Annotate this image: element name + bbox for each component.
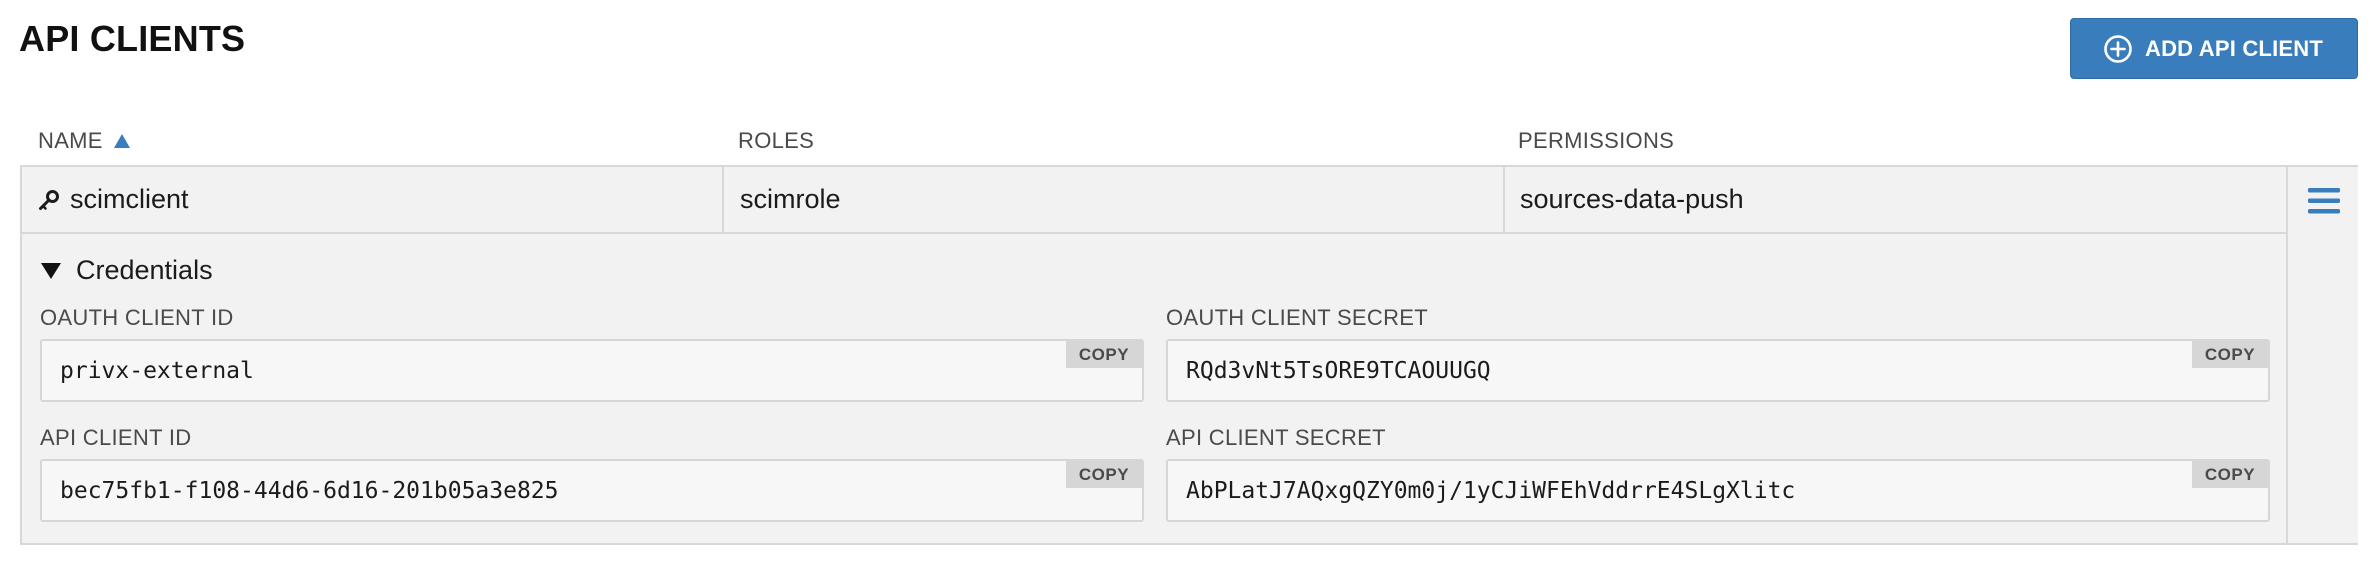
client-roles: scimrole [740,184,841,214]
cell-divider [722,167,724,232]
oauth-client-id-value[interactable]: privx-external [60,358,254,384]
hamburger-menu-icon[interactable] [2308,187,2340,215]
cell-divider [1503,167,1505,232]
api-client-id-label: API CLIENT ID [40,425,192,450]
api-client-id-field[interactable]: bec75fb1-f108-44d6-6d16-201b05a3e825 COP… [40,459,1144,522]
client-permissions: sources-data-push [1520,184,1744,214]
column-header-name-label: NAME [38,128,103,153]
copy-api-client-secret-button[interactable]: COPY [2192,461,2268,488]
oauth-client-secret-label: OAUTH CLIENT SECRET [1166,305,1428,330]
triangle-down-icon [40,262,62,280]
copy-oauth-client-id-button[interactable]: COPY [1066,341,1142,368]
table-row[interactable]: scimclient scimrole sources-data-push [22,167,2286,234]
column-header-name[interactable]: NAME [38,128,131,154]
row-actions-column [2286,167,2358,543]
add-api-client-label: ADD API CLIENT [2145,35,2323,61]
oauth-client-secret-field[interactable]: RQd3vNt5TsORE9TCAOUUGQ COPY [1166,339,2270,402]
cell-permissions: sources-data-push [1520,167,1744,232]
column-header-roles-label: ROLES [738,128,815,153]
client-name: scimclient [70,184,189,214]
add-api-client-button[interactable]: ADD API CLIENT [2070,18,2358,79]
key-icon [38,189,60,211]
oauth-client-id-field[interactable]: privx-external COPY [40,339,1144,402]
oauth-client-id-label: OAUTH CLIENT ID [40,305,234,330]
api-client-secret-value[interactable]: AbPLatJ7AQxgQZY0m0j/1yCJiWFEhVddrrE4SLgX… [1186,478,1796,504]
cell-name: scimclient [38,167,189,232]
credentials-toggle[interactable]: Credentials [40,255,213,286]
api-client-id-value[interactable]: bec75fb1-f108-44d6-6d16-201b05a3e825 [60,478,559,504]
api-client-secret-label: API CLIENT SECRET [1166,425,1386,450]
copy-api-client-id-button[interactable]: COPY [1066,461,1142,488]
column-header-permissions[interactable]: PERMISSIONS [1518,128,1674,154]
cell-roles: scimrole [740,167,841,232]
credentials-label: Credentials [76,255,213,285]
api-clients-table: scimclient scimrole sources-data-push [20,165,2358,545]
api-client-secret-field[interactable]: AbPLatJ7AQxgQZY0m0j/1yCJiWFEhVddrrE4SLgX… [1166,459,2270,522]
column-header-permissions-label: PERMISSIONS [1518,128,1675,153]
oauth-client-secret-value[interactable]: RQd3vNt5TsORE9TCAOUUGQ [1186,358,1491,384]
sort-ascending-icon[interactable] [113,133,131,149]
page-title: API CLIENTS [19,18,246,59]
column-header-roles[interactable]: ROLES [738,128,814,154]
copy-oauth-client-secret-button[interactable]: COPY [2192,341,2268,368]
plus-circle-icon [2103,34,2133,64]
